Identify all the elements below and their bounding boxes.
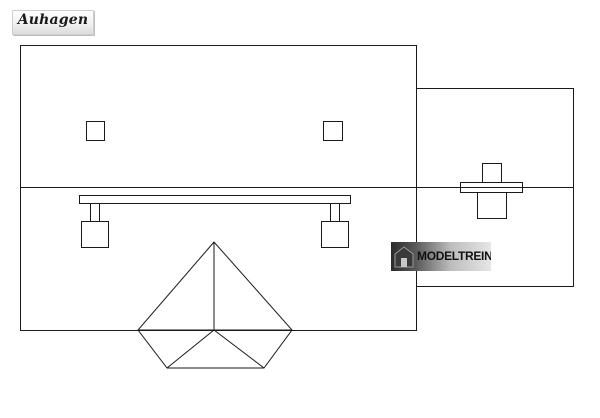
chimney-right-base: [321, 221, 349, 248]
front-gable-hip-right: [213, 329, 265, 369]
chimney-left-base: [81, 221, 109, 248]
chimney-right-stack: [330, 203, 340, 222]
logo-text: Auhagen: [17, 12, 89, 28]
roof-window-left: [86, 121, 105, 141]
front-gable-outline: [137, 241, 293, 369]
side-wing-outline: [416, 88, 574, 287]
modeltreinshop-logo: MODELTREINSHOPnl: [391, 242, 491, 271]
auhagen-logo: Auhagen: [12, 10, 94, 35]
chimney-left-stack: [90, 203, 100, 222]
roof-window-right: [323, 121, 343, 141]
house-icon: [394, 246, 414, 268]
wing-vent-top: [482, 163, 502, 183]
watermark-text: MODELTREINSHOPnl: [417, 249, 491, 263]
front-gable-hip-left: [166, 329, 215, 369]
dormer-beam: [79, 195, 351, 204]
watermark-text-main: MODELTREINSHOP: [417, 249, 491, 263]
wing-vent-base: [477, 192, 507, 219]
